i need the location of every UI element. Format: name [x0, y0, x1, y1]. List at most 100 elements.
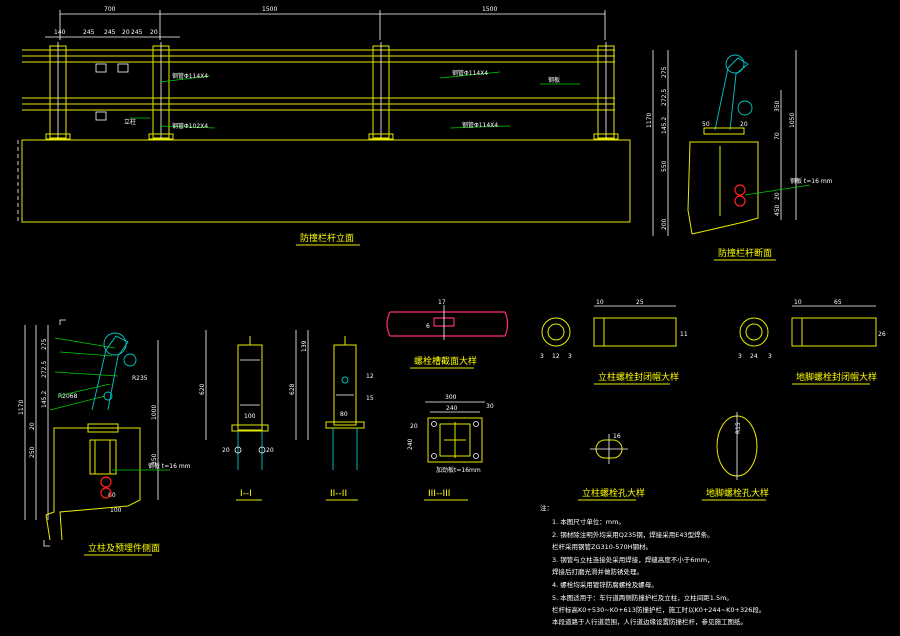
view-ii-dim-80: 80	[340, 411, 348, 418]
bolt-dim-17: 17	[438, 299, 446, 306]
base-nut-dim-3a: 3	[738, 353, 742, 360]
rsec-label-plate: 钢板 t=16 mm	[790, 177, 833, 185]
bolt-dim-6: 6	[426, 323, 430, 330]
view-i-dim-20b: 20	[266, 447, 274, 454]
left-section-title: 立柱及预埋件侧面	[88, 542, 160, 554]
dim-sub-2: 245	[83, 29, 95, 36]
view-iii-title: III--III	[428, 489, 450, 499]
view-iii-label: 加劲板t=16mm	[436, 466, 481, 474]
lsec-label-plate: 钢板 t=16 mm	[148, 462, 191, 470]
base-nut-dim-65: 65	[834, 299, 842, 306]
view-ii-dim-139: 139	[301, 340, 308, 352]
dim-top-3: 1500	[482, 6, 497, 13]
rsec-dim-20b: 20	[740, 121, 748, 128]
view-ii-dim-15: 15	[366, 395, 374, 402]
post-nut-dim-10: 10	[596, 299, 604, 306]
view-ii-title: II--II	[330, 489, 347, 499]
note-line-6: 4. 螺栓均采用镀锌防腐螺栓及螺母。	[552, 580, 658, 589]
rsec-dim-1050: 1050	[789, 113, 796, 128]
rsec-dim-450: 450	[774, 204, 781, 216]
base-nut-title: 地脚螺栓封闭帽大样	[796, 371, 877, 383]
view-iii-dim-240: 240	[446, 405, 458, 412]
post-nut-dim-12: 12	[552, 353, 560, 360]
view-iii-dim-20: 20	[410, 423, 418, 430]
guardrail-elevation: 700 1500 1500 140 245 245 20 245 20	[17, 6, 631, 246]
post-nut-dim-3b: 3	[568, 353, 572, 360]
note-line-2: 2. 钢材除注明外均采用Q235钢，焊接采用E43型焊条。	[552, 530, 714, 539]
lsec-dim-1000: 1000	[151, 405, 158, 420]
base-nut-cap-detail: 10 65 3 24 3 26 地脚螺栓封闭帽大样	[738, 299, 886, 385]
label-pipe-lower-right: 钢管Φ114X4	[462, 121, 498, 129]
post-nut-title: 立柱螺栓封闭帽大样	[598, 371, 679, 383]
view-iii-dim-300: 300	[445, 394, 457, 401]
post-side-view: 275 272.5 145.2 1170 250 20 1000 350 80 …	[18, 319, 191, 556]
view-ii-ii: 628 139 12 15 80 II--II	[289, 330, 374, 501]
view-i-dim-20a: 20	[222, 447, 230, 454]
lsec-dim-100: 100	[110, 507, 122, 514]
dim-top-1: 700	[104, 6, 116, 13]
lsec-dim-2725: 272.5	[41, 361, 48, 378]
lsec-dim-350: 350	[151, 453, 158, 465]
bolt-groove-detail: 17 6 螺栓槽截面大样	[386, 299, 509, 369]
view-ii-dim-12: 12	[366, 373, 374, 380]
lsec-dim-1452: 145.2	[41, 391, 48, 408]
note-line-8: 栏杆标高K0+530~K0+613防撞护栏，施工时以K0+244~K0+326段…	[552, 605, 765, 614]
lsec-dim-80: 80	[108, 492, 116, 499]
view-iii-iii: 300 240 30 20 240 加劲板t=16mm III--III	[407, 394, 494, 501]
note-line-1: 1. 本图尺寸单位：mm。	[552, 517, 625, 526]
rsec-dim-275: 275	[661, 66, 668, 78]
notes-heading: 注：	[540, 503, 553, 512]
lsec-dim-r2068: R2068	[58, 393, 78, 400]
note-line-3: 栏杆采用钢管ZG310-570H钢材。	[552, 542, 652, 551]
base-hole-title: 地脚螺栓孔大样	[706, 487, 769, 499]
rsec-dim-200: 200	[661, 218, 668, 230]
view-i-dim-100: 100	[244, 413, 256, 420]
base-nut-dim-26: 26	[878, 331, 886, 338]
dim-sub-5: 245	[131, 29, 143, 36]
base-nut-dim-10: 10	[794, 299, 802, 306]
base-bolt-hole-detail: R15 地脚螺栓孔大样	[702, 412, 769, 501]
rsec-dim-50: 50	[702, 121, 710, 128]
label-post: 立柱	[124, 118, 136, 126]
label-plate: 钢板	[548, 76, 560, 84]
rsec-dim-2725: 272.5	[661, 89, 668, 106]
right-section-title: 防撞栏杆断面	[718, 247, 772, 259]
post-nut-dim-25: 25	[636, 299, 644, 306]
rsec-dim-550: 550	[661, 160, 668, 172]
rsec-dim-1452: 145.2	[661, 117, 668, 134]
base-nut-dim-3b: 3	[768, 353, 772, 360]
rsec-dim-70: 70	[774, 132, 781, 140]
post-nut-dim-3a: 3	[540, 353, 544, 360]
post-nut-dim-11: 11	[680, 331, 688, 338]
rsec-dim-1170: 1170	[646, 113, 653, 128]
dim-sub-6: 20	[150, 29, 158, 36]
view-iii-dim-240v: 240	[407, 438, 414, 450]
dim-sub-3: 245	[104, 29, 116, 36]
guardrail-cross-section: 275 272.5 145.2 1170 550 200 1050 350 70…	[646, 50, 833, 261]
view-iii-dim-30: 30	[486, 403, 494, 410]
view-i-i: 620 20 100 20 I--I	[199, 330, 274, 501]
post-hole-title: 立柱螺栓孔大样	[582, 487, 645, 499]
note-line-7: 5. 本图适用于：车行道两侧防撞护栏及立柱，立柱间距1.5m。	[552, 593, 733, 602]
label-pipe-lower-left: 钢管Φ102X4	[172, 122, 208, 130]
dim-sub-1: 140	[54, 29, 66, 36]
view-ii-dim-628: 628	[289, 383, 296, 395]
post-bolt-hole-detail: 16 立柱螺栓孔大样	[578, 433, 645, 501]
post-nut-cap-detail: 10 25 3 12 3 11 立柱螺栓封闭帽大样	[540, 299, 688, 385]
note-line-5: 焊接后打磨光滑并做防锈处理。	[552, 567, 643, 576]
post-hole-dim-16: 16	[613, 433, 621, 440]
rsec-dim-350: 350	[774, 100, 781, 112]
lsec-dim-250: 250	[29, 446, 36, 458]
rsec-dim-20: 20	[774, 192, 781, 200]
label-pipe-upper-right: 钢管Φ114X4	[452, 69, 488, 77]
view-i-dim-620: 620	[199, 383, 206, 395]
view-i-title: I--I	[240, 489, 252, 499]
lsec-dim-20: 20	[29, 422, 36, 430]
lsec-dim-275: 275	[41, 338, 48, 350]
note-line-4: 3. 钢管与立柱连接处采用焊接，焊缝高度不小于6mm，	[552, 555, 714, 564]
dim-top-2: 1500	[262, 6, 277, 13]
drawing-notes: 注： 1. 本图尺寸单位：mm。 2. 钢材除注明外均采用Q235钢，焊接采用E…	[540, 503, 765, 626]
bolt-groove-title: 螺栓槽截面大样	[414, 355, 477, 367]
elevation-title: 防撞栏杆立面	[300, 232, 354, 244]
